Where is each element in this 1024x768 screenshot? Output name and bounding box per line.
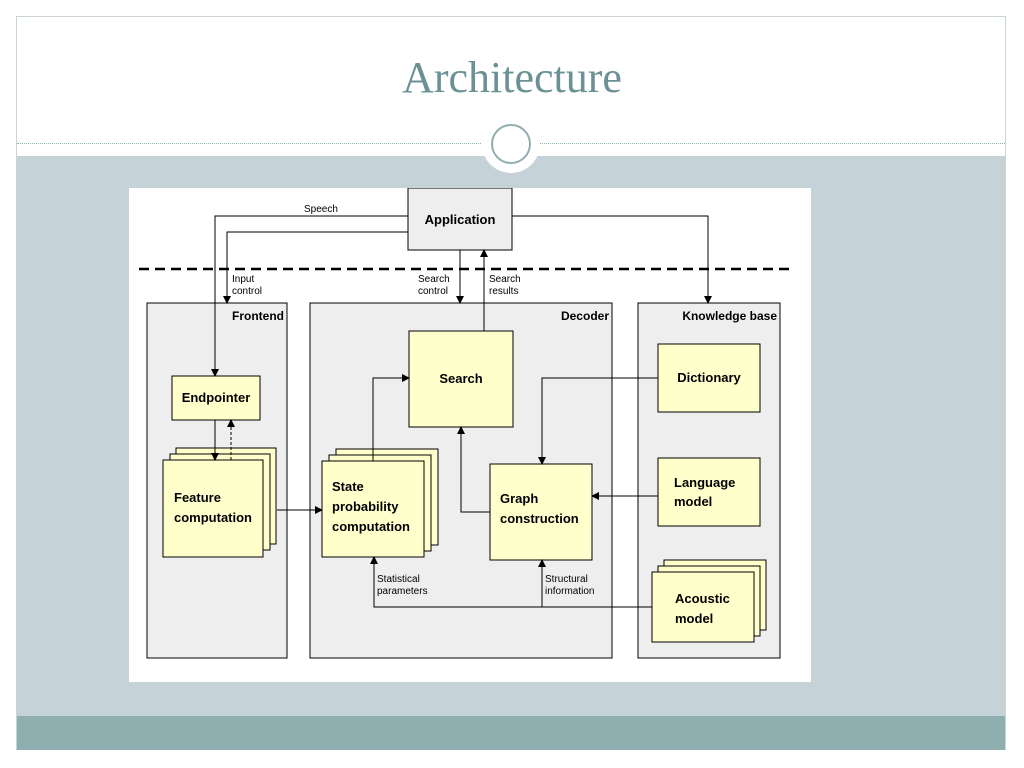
graph-construction-label-2: construction [500,511,579,526]
search-results-label-2: results [489,286,518,297]
acoustic-model-label-2: model [675,611,713,626]
state-probability-label-2: probability [332,499,399,514]
slide-title: Architecture [402,53,622,102]
speech-arrow [211,215,408,377]
feature-computation-box [162,459,264,558]
ornament-ring-icon [491,124,531,164]
app-to-knowledge-arrow [512,215,712,304]
endpointer-box [171,375,261,421]
graph-to-search-arrow [457,426,490,513]
diagram-panel: Application Frontend Decoder Knowledge b… [129,187,811,682]
statistical-parameters-label-2: parameters [377,586,428,597]
search-box [408,330,514,428]
decoder-group-label: Decoder [561,309,609,323]
state-probability-label-1: State [332,479,364,494]
application-label: Application [425,212,496,227]
statistical-parameters-arrow [370,556,652,608]
application-box [407,187,513,251]
footer-bar [17,716,1005,750]
graph-construction-label-1: Graph [500,491,538,506]
language-model-label-1: Language [674,475,735,490]
state-to-search-arrow [372,374,410,461]
frontend-group-label: Frontend [232,309,284,323]
input-control-label-1: Input [232,274,254,285]
search-control-label-1: Search [418,274,450,285]
language-model-box [657,457,761,527]
statistical-parameters-label-1: Statistical [377,574,420,585]
knowledge-base-group-label: Knowledge base [682,309,777,323]
language-model-label-2: model [674,494,712,509]
endpointer-label: Endpointer [182,390,251,405]
acoustic-model-box [651,571,755,643]
structural-information-label-2: information [545,586,594,597]
search-results-label-1: Search [489,274,521,285]
dictionary-box [657,343,761,413]
input-control-label-2: control [232,286,262,297]
dictionary-label: Dictionary [677,370,741,385]
acoustic-model-label-1: Acoustic [675,591,730,606]
structural-information-label-1: Structural [545,574,588,585]
search-box-label: Search [439,371,482,386]
architecture-diagram: Application Frontend Decoder Knowledge b… [139,187,791,659]
feature-computation-label-1: Feature [174,490,221,505]
speech-label: Speech [304,204,338,215]
feature-computation-label-2: computation [174,510,252,525]
search-control-label-2: control [418,286,448,297]
input-control-arrow [223,231,408,304]
graph-construction-box [489,463,593,561]
state-probability-label-3: computation [332,519,410,534]
dictionary-to-graph-arrow [538,377,658,465]
